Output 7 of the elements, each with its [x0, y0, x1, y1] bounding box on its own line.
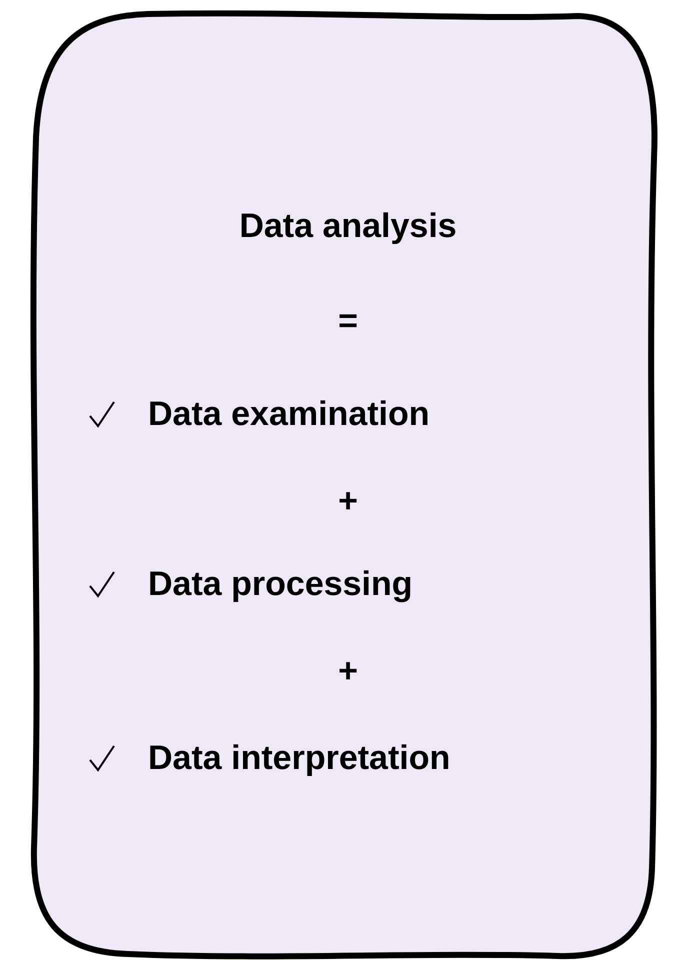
box-text: Data interpretation: [148, 738, 450, 778]
box-text: Data examination: [148, 394, 430, 434]
box-text: +: [338, 481, 358, 521]
box-text: Data processing: [148, 564, 413, 604]
box-text: Data analysis: [239, 206, 457, 246]
box-text: +: [338, 651, 358, 691]
box-text: =: [338, 301, 358, 341]
